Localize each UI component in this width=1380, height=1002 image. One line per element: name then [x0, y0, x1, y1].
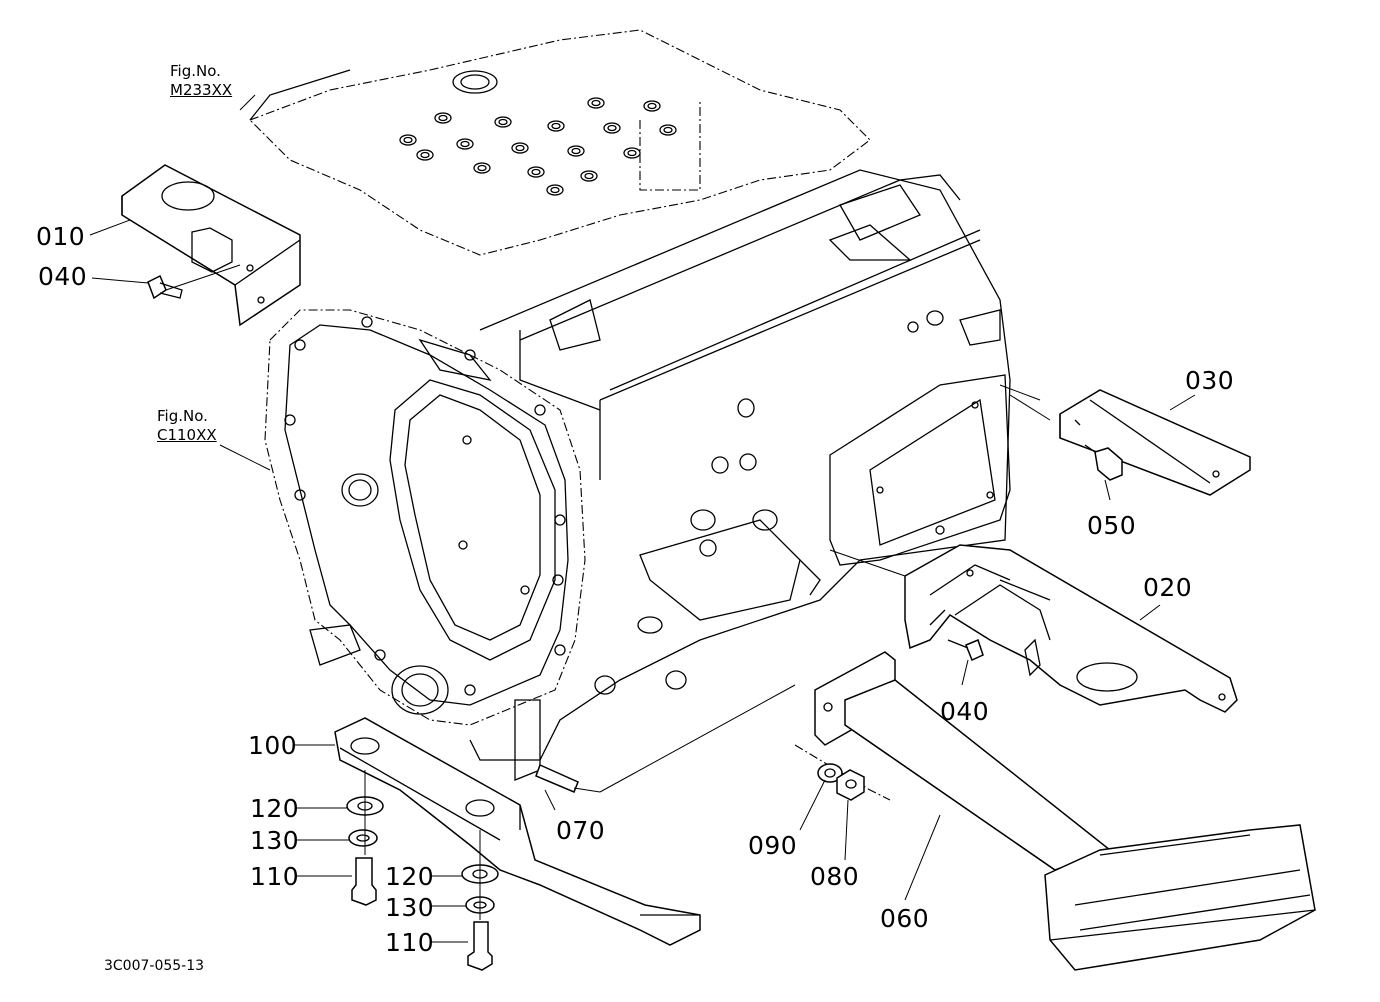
part-hardware-left [346, 770, 384, 906]
callout-050[interactable]: 050 [1087, 511, 1137, 540]
part-090-080-hardware [817, 763, 865, 801]
fig-ref-number[interactable]: M233XX [170, 80, 233, 99]
part-hardware-right [461, 830, 499, 971]
part-020-bracket [829, 544, 1238, 713]
drawing-code: 3C007-055-13 [104, 958, 205, 974]
plate-hole-inner [584, 172, 594, 180]
upper-plate-outline [249, 29, 871, 256]
plate-hole-inner [627, 149, 637, 157]
part-030-plate [1059, 389, 1251, 496]
plate-hole-inner [607, 124, 617, 132]
plate-hole [494, 116, 512, 128]
plate-hole-inner [438, 114, 448, 122]
part-010-bracket [121, 164, 301, 327]
callout-110-right[interactable]: 110 [385, 928, 435, 957]
plate-hole [511, 142, 529, 154]
callout-030[interactable]: 030 [1185, 366, 1235, 395]
callout-110-left[interactable]: 110 [250, 862, 300, 891]
plate-hole [659, 124, 677, 136]
callout-120-right[interactable]: 120 [385, 862, 435, 891]
fig-ref-m233xx: Fig.No. M233XX [170, 62, 232, 100]
plate-hole-inner [460, 140, 470, 148]
part-100-step-bracket [334, 717, 701, 946]
plate-hole [434, 112, 452, 124]
plate-hole-inner [663, 126, 673, 134]
callout-130-right[interactable]: 130 [385, 893, 435, 922]
plate-hole [603, 122, 621, 134]
plate-hole [456, 138, 474, 150]
part-040-bolt-left [147, 264, 241, 300]
part-060-step [794, 651, 1316, 971]
plate-holes [399, 97, 677, 196]
plate-hole [399, 134, 417, 146]
plate-hole [643, 100, 661, 112]
callout-100[interactable]: 100 [248, 731, 298, 760]
plate-hole-inner [550, 186, 560, 194]
plate-hole-inner [403, 136, 413, 144]
plate-hole-inner [515, 144, 525, 152]
assembly-centerlines [599, 384, 1051, 793]
callout-020[interactable]: 020 [1143, 573, 1193, 602]
part-070-stud [535, 763, 601, 793]
transmission-housing [469, 100, 1011, 761]
callout-090[interactable]: 090 [748, 831, 798, 860]
callout-010[interactable]: 010 [36, 222, 86, 251]
plate-hole-inner [647, 102, 657, 110]
fig-ref-label: Fig.No. [157, 407, 208, 425]
fig-ref-c110xx: Fig.No. C110XX [157, 407, 217, 445]
plate-hole-inner [531, 168, 541, 176]
fig-ref-number[interactable]: C110XX [157, 425, 217, 444]
callout-130-left[interactable]: 130 [250, 826, 300, 855]
plate-hole-inner [477, 164, 487, 172]
callout-080[interactable]: 080 [810, 862, 860, 891]
plate-hole-inner [591, 99, 601, 107]
plate-hole [547, 120, 565, 132]
plate-hole-inner [571, 147, 581, 155]
callout-120-left[interactable]: 120 [250, 794, 300, 823]
plate-hole-inner [551, 122, 561, 130]
callout-040-left[interactable]: 040 [38, 262, 88, 291]
callout-060[interactable]: 060 [880, 904, 930, 933]
plate-hole [587, 97, 605, 109]
part-050-bolt [1084, 444, 1123, 481]
clutch-housing-flange [264, 309, 586, 781]
callout-leaders [89, 94, 1196, 943]
plate-hole [567, 145, 585, 157]
fig-ref-label: Fig.No. [170, 62, 221, 80]
plate-hole [473, 162, 491, 174]
plate-hole [416, 149, 434, 161]
callout-070[interactable]: 070 [556, 816, 606, 845]
callout-040-right[interactable]: 040 [940, 697, 990, 726]
plate-hole-inner [420, 151, 430, 159]
part-040-bolt-right [947, 638, 984, 662]
plate-hole [527, 166, 545, 178]
plate-hole-inner [498, 118, 508, 126]
plate-hole [623, 147, 641, 159]
plate-hole [546, 184, 564, 196]
plate-hole [580, 170, 598, 182]
